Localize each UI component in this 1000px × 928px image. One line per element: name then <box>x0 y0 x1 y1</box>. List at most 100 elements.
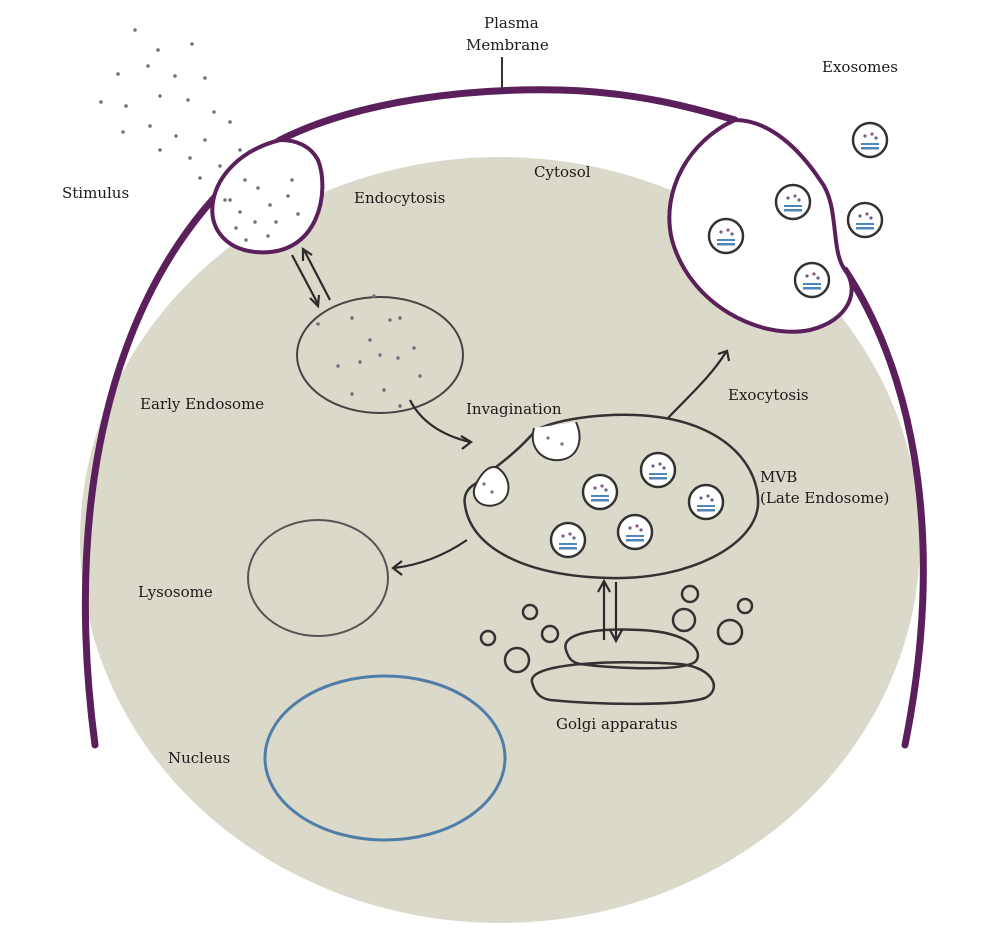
lysosome <box>247 519 389 637</box>
cargo-particle <box>286 194 290 198</box>
endocytic-vesicle <box>210 137 325 255</box>
vesicle-cargo <box>568 532 572 536</box>
vesicle-cargo <box>662 466 666 470</box>
vesicle-cargo <box>561 534 565 538</box>
golgi-apparatus <box>479 584 754 706</box>
golgi-vesicle <box>671 607 697 633</box>
arrow-to-mvb <box>409 399 471 444</box>
vesicle-protein-band <box>697 505 715 507</box>
cargo-particle <box>482 482 486 486</box>
vesicle-protein-band <box>591 495 609 497</box>
intraluminal-vesicle <box>549 521 587 559</box>
vesicle-protein-band <box>861 147 879 150</box>
label-stimulus: Stimulus <box>62 184 129 202</box>
vesicle-cargo <box>865 212 869 216</box>
golgi-vesicle <box>521 603 539 621</box>
cargo-particle <box>398 404 402 408</box>
stimulus-particle <box>228 120 232 124</box>
vesicle-cargo <box>651 464 655 468</box>
vesicle-protein-band <box>559 547 577 550</box>
vesicle-membrane <box>846 201 884 239</box>
early-endosome <box>296 296 464 414</box>
cargo-particle <box>350 392 354 396</box>
stimulus-particle <box>203 138 207 142</box>
stimulus-particle <box>198 176 202 180</box>
vesicle-cargo <box>710 498 714 502</box>
cargo-particle <box>268 203 272 207</box>
cargo-particle <box>234 226 238 230</box>
label-nucleus: Nucleus <box>168 749 230 767</box>
arrow-head <box>391 560 403 576</box>
cargo-particle <box>368 338 372 342</box>
vesicle-cargo <box>719 230 723 234</box>
vesicle-membrane <box>616 513 654 551</box>
mvb-invagination-top <box>531 421 581 462</box>
cargo-particle <box>253 220 257 224</box>
cargo-particle <box>378 353 382 357</box>
cargo-particle <box>350 316 354 320</box>
pathway-arrows <box>291 246 731 644</box>
arrow-head <box>309 294 321 309</box>
cargo-particle <box>256 186 260 190</box>
stimulus-particle <box>121 130 125 134</box>
cytosol-region <box>80 157 920 923</box>
cargo-particle <box>336 364 340 368</box>
stimulus-particle <box>116 72 120 76</box>
intraluminal-vesicles <box>549 121 889 559</box>
vesicle-membrane <box>793 261 831 299</box>
exosome <box>774 183 812 221</box>
label-golgi-apparatus: Golgi apparatus <box>556 715 678 733</box>
vesicle-cargo <box>658 462 662 466</box>
stimulus-particle <box>133 28 137 32</box>
vesicle-protein-band <box>803 287 821 290</box>
vesicle-cargo <box>816 276 820 280</box>
cargo-particle <box>296 212 300 216</box>
vesicle-cargo <box>730 232 734 236</box>
vesicle-cargo <box>870 132 874 136</box>
stimulus-particle <box>174 134 178 138</box>
label-cytosol: Cytosol <box>534 163 591 181</box>
vesicle-cargo <box>572 536 576 540</box>
exosome <box>846 201 884 239</box>
vesicle-cargo <box>726 228 730 232</box>
vesicle-protein-band <box>784 209 802 212</box>
golgi-vesicle <box>736 597 754 615</box>
vesicle-protein-band <box>784 205 802 207</box>
cargo-dots <box>99 28 564 494</box>
vesicle-protein-band <box>717 243 735 246</box>
arrow-to-lysosome <box>393 539 468 570</box>
label-plasma-membrane-1: Plasma <box>484 14 539 32</box>
vesicle-cargo <box>786 196 790 200</box>
arrow-head <box>597 578 611 593</box>
golgi-vesicle <box>540 624 560 644</box>
cargo-particle <box>412 346 416 350</box>
label-lysosome: Lysosome <box>138 583 213 601</box>
stimulus-particle <box>190 42 194 46</box>
stimulus-particle <box>228 198 232 202</box>
stimulus-particle <box>186 98 190 102</box>
golgi-cisterna-lower <box>530 661 716 706</box>
stimulus-particle <box>203 76 207 80</box>
stimulus-particle <box>238 148 242 152</box>
arrow-head <box>609 629 623 644</box>
vesicle-cargo <box>797 198 801 202</box>
mvb-invagination-left <box>473 466 510 507</box>
golgi-vesicle <box>680 584 700 604</box>
vesicle-protein-band <box>649 473 667 475</box>
exosome <box>707 217 745 255</box>
vesicle-cargo <box>793 194 797 198</box>
cargo-particle <box>223 198 227 202</box>
vesicle-cargo <box>812 272 816 276</box>
vesicle-cargo <box>863 134 867 138</box>
arrow-endocytosis-down <box>291 254 319 305</box>
label-plasma-membrane-2: Membrane <box>466 36 549 54</box>
cargo-particle <box>418 374 422 378</box>
vesicle-protein-band <box>717 239 735 241</box>
vesicle-protein-band <box>856 223 874 225</box>
intraluminal-vesicle <box>581 473 619 511</box>
cargo-particle <box>266 234 270 238</box>
vesicle-protein-band <box>626 539 644 542</box>
cargo-particle <box>244 238 248 242</box>
stimulus-particle <box>124 104 128 108</box>
